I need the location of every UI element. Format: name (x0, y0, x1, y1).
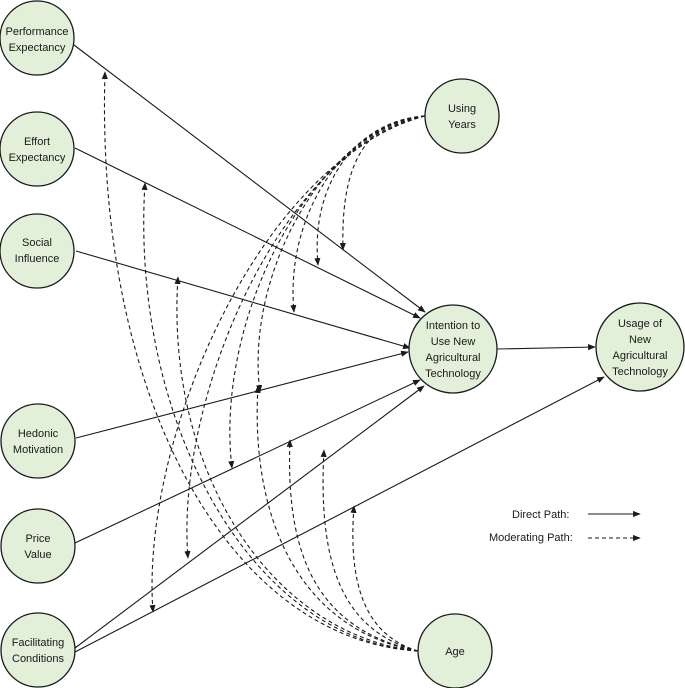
direct-path-fc-intent (74, 385, 425, 649)
legend: Direct Path: Moderating Path: (489, 509, 641, 544)
mod-path-age-fc1 (320, 449, 419, 652)
legend-moderating-label: Moderating Path: (489, 532, 573, 544)
mod-path-years-hm (256, 115, 426, 393)
svg-text:Age: Age (445, 646, 465, 658)
mod-path-years-ee (314, 115, 426, 266)
moderating-paths-age (101, 71, 419, 652)
mod-path-age-pv (286, 439, 419, 652)
mod-path-years-fc1 (184, 115, 426, 559)
direct-path-pe-intent (73, 44, 426, 313)
mod-path-age-ee (141, 182, 419, 652)
mod-path-years-pe (339, 115, 426, 251)
direct-path-intent-usage (496, 344, 596, 351)
direct-paths (73, 44, 605, 653)
node-age: Age (417, 613, 493, 688)
direct-path-pv-intent (74, 379, 421, 544)
mod-path-age-si (174, 276, 419, 652)
direct-path-hm-intent (75, 350, 409, 439)
mod-path-years-si (290, 115, 426, 313)
legend-direct-label: Direct Path: (512, 509, 569, 521)
mod-path-age-hm (254, 385, 419, 652)
mod-path-years-pv (228, 115, 426, 469)
mod-path-years-fc2 (149, 115, 426, 613)
direct-path-ee-intent (74, 147, 421, 319)
moderating-paths-years (149, 115, 426, 613)
mod-path-age-pe (101, 71, 419, 652)
direct-path-fc-usage (74, 376, 605, 653)
mod-path-age-fc2 (350, 505, 419, 652)
